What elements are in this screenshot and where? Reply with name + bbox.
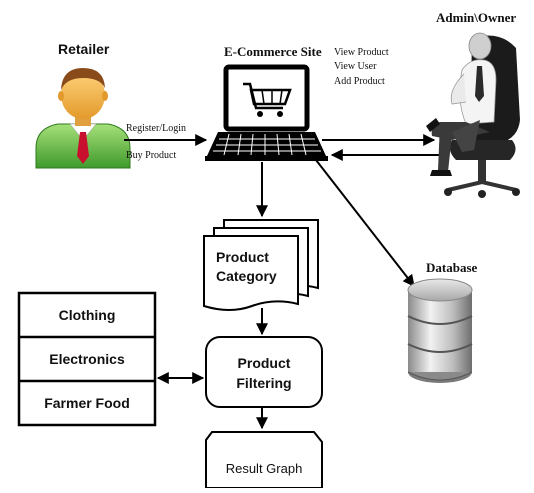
product-category-line2: Category — [216, 268, 277, 284]
site-to-database-arrow — [315, 159, 415, 287]
site-label: E-Commerce Site — [224, 44, 322, 59]
retailer-label: Retailer — [58, 41, 110, 57]
product-filtering-line1: Product — [238, 355, 291, 371]
category-list: Clothing Electronics Farmer Food — [17, 291, 157, 427]
businessman-chair-icon — [426, 32, 520, 198]
admin-label: Admin\Owner — [436, 10, 516, 25]
add-product-label: Add Product — [334, 76, 385, 87]
view-user-label: View User — [334, 61, 377, 72]
product-category-line1: Product — [216, 249, 269, 265]
category-farmer-food: Farmer Food — [44, 395, 130, 411]
product-filtering-node: Product Filtering — [205, 336, 323, 408]
result-graph-node: Result Graph — [205, 431, 323, 489]
laptop-shopping-cart-icon — [205, 64, 328, 161]
result-graph-label: Result Graph — [226, 461, 303, 476]
database-icon — [407, 278, 473, 383]
register-login-label: Register/Login — [126, 123, 186, 134]
person-icon — [35, 68, 131, 169]
product-category-node: Product Category — [203, 219, 319, 311]
database-label: Database — [426, 260, 478, 275]
buy-product-label: Buy Product — [126, 150, 177, 161]
product-filtering-line2: Filtering — [236, 375, 291, 391]
category-clothing: Clothing — [59, 307, 116, 323]
view-product-label: View Product — [334, 47, 389, 58]
category-electronics: Electronics — [49, 351, 125, 367]
